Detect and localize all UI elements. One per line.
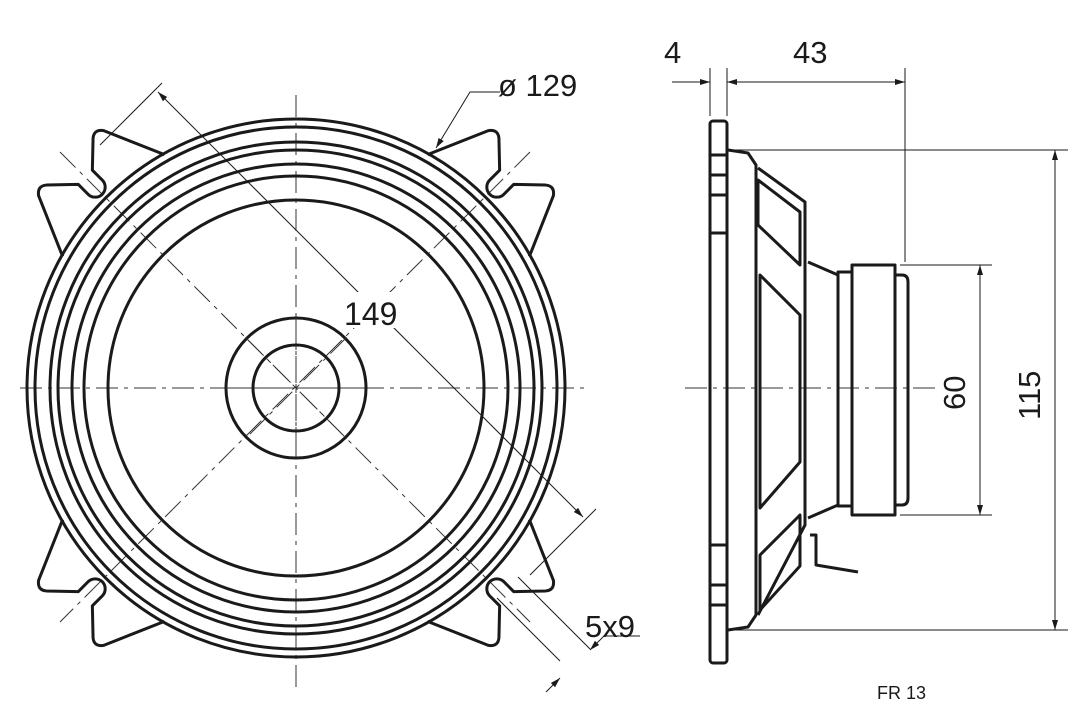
side-view: 4 43 60 115 bbox=[664, 35, 1068, 665]
diameter-label: ø 129 bbox=[498, 68, 577, 103]
magnet-diameter-label: 60 bbox=[937, 376, 972, 410]
mounting-tab bbox=[36, 518, 166, 648]
magnet bbox=[836, 263, 910, 517]
front-view: ø 129 149 5x9 bbox=[20, 68, 640, 693]
flange-thickness-label: 4 bbox=[664, 35, 681, 70]
diagonal-dimension: 149 bbox=[99, 82, 597, 576]
dimensions: 4 43 60 115 bbox=[664, 35, 1058, 630]
basket-diameter-label: 115 bbox=[1012, 371, 1047, 420]
mounting-tab bbox=[426, 518, 556, 648]
flange bbox=[708, 119, 729, 665]
mounting-tab bbox=[36, 128, 166, 258]
depth-label: 43 bbox=[793, 35, 827, 70]
diameter-dimension: ø 129 bbox=[435, 68, 577, 149]
slot-dimension: 5x9 bbox=[496, 576, 640, 693]
diagonal-label: 149 bbox=[344, 296, 397, 332]
mounting-tab bbox=[426, 128, 556, 258]
extension-lines bbox=[709, 68, 1068, 631]
slot-label: 5x9 bbox=[585, 609, 635, 644]
model-label: FR 13 bbox=[877, 683, 926, 703]
